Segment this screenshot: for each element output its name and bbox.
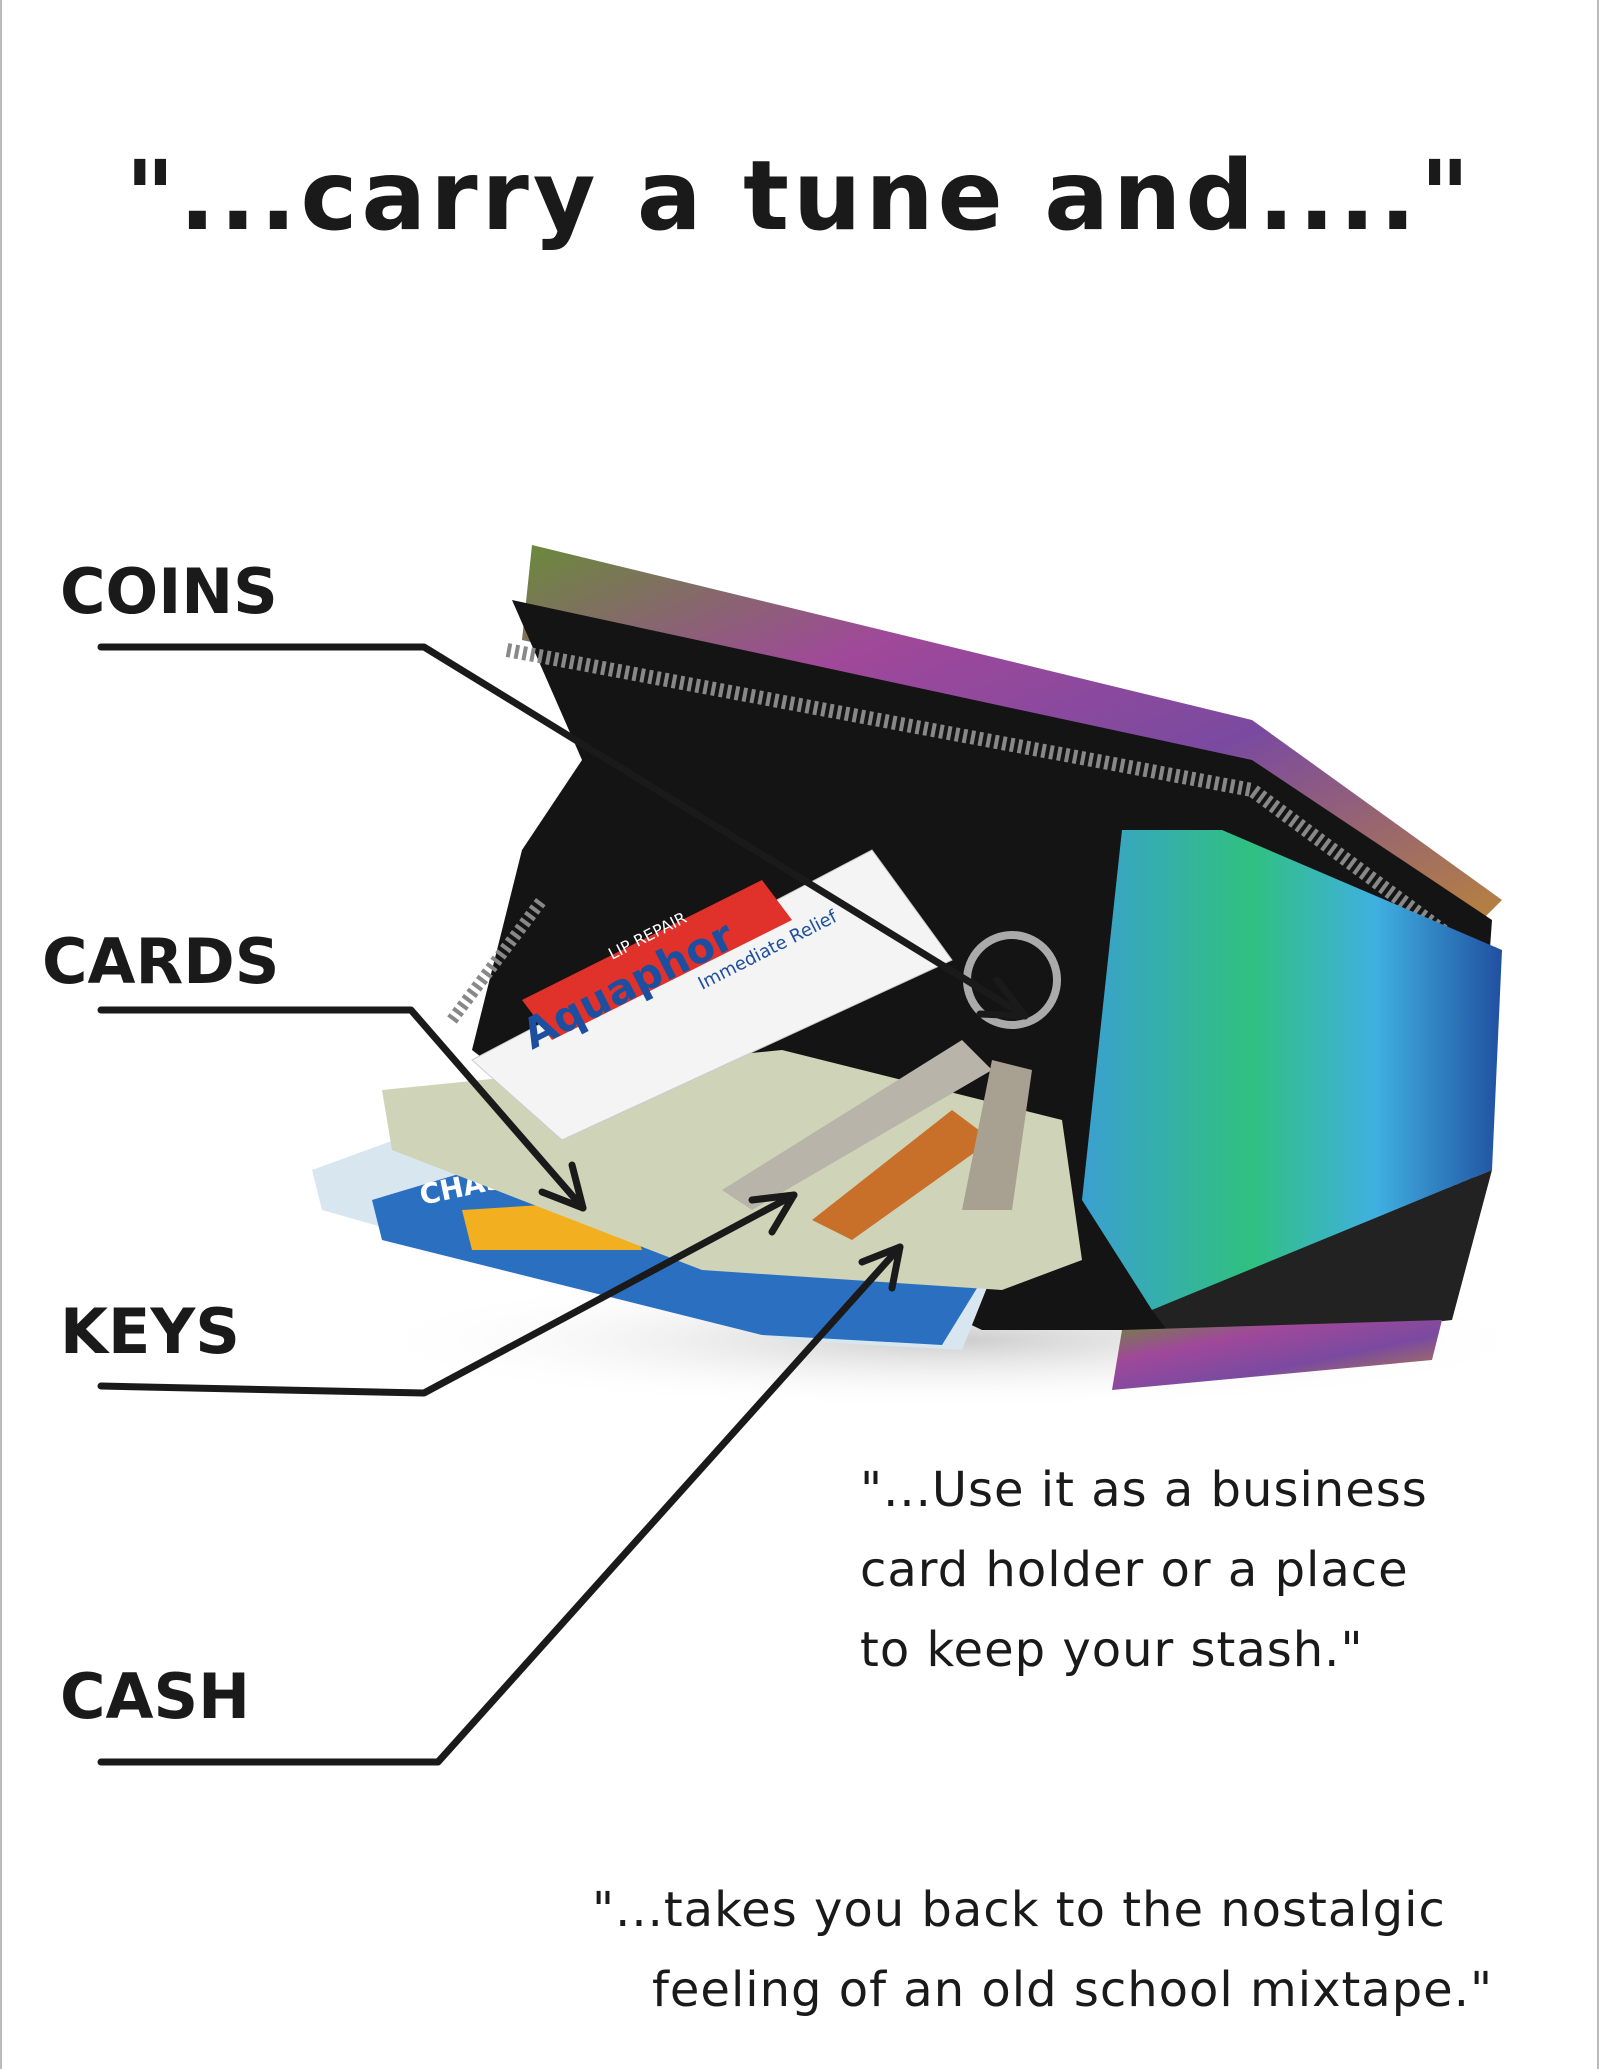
keys-arrowhead bbox=[748, 1191, 798, 1236]
label-cards: CARDS bbox=[42, 925, 280, 998]
quote-line: "...Use it as a business bbox=[860, 1462, 1428, 1518]
cash-arrowhead bbox=[858, 1243, 904, 1292]
cards-arrowhead bbox=[538, 1161, 587, 1212]
quote-line: card holder or a place bbox=[860, 1542, 1409, 1598]
cards-pointer-line bbox=[97, 1006, 587, 1212]
business-card-quote: "...Use it as a business card holder or … bbox=[860, 1450, 1428, 1690]
nostalgic-quote: "...takes you back to the nostalgic feel… bbox=[592, 1870, 1493, 2030]
label-keys: KEYS bbox=[60, 1295, 240, 1368]
key bbox=[722, 1040, 992, 1210]
label-coins: COINS bbox=[60, 555, 278, 628]
quote-line: to keep your stash." bbox=[860, 1622, 1364, 1678]
wallet-lid bbox=[522, 545, 1502, 960]
keys-pointer-line bbox=[97, 1191, 798, 1397]
page-title: "...carry a tune and...." bbox=[125, 140, 1474, 252]
wallet-side-panel bbox=[1082, 830, 1502, 1310]
quote-line: feeling of an old school mixtape." bbox=[652, 1962, 1494, 2018]
coins-arrowhead bbox=[976, 976, 1029, 1020]
label-cash: CASH bbox=[60, 1660, 251, 1733]
quote-line: "...takes you back to the nostalgic bbox=[592, 1882, 1446, 1938]
key-leopard bbox=[812, 1110, 992, 1240]
cash-pointer-line bbox=[97, 1243, 904, 1766]
coins-pointer-line bbox=[97, 643, 1029, 1020]
